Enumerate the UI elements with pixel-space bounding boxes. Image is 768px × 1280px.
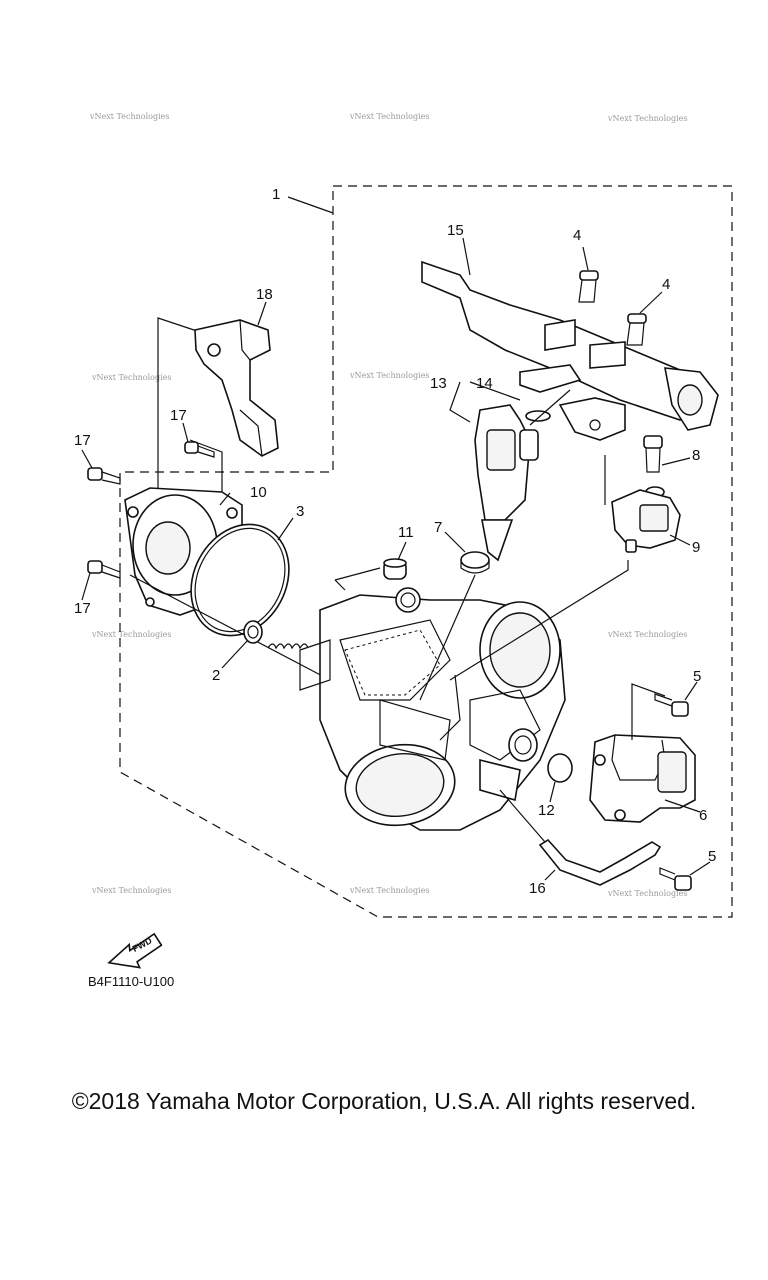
screw-part-17-b xyxy=(184,441,215,458)
leader-11-box xyxy=(334,567,381,591)
watermark: vNext Technologies xyxy=(91,630,171,639)
callout-14: 14 xyxy=(476,375,493,392)
callout-18: 18 xyxy=(256,286,273,303)
callout-17-c: 17 xyxy=(74,600,91,617)
screw-part-4-b xyxy=(626,313,647,346)
callout-16: 16 xyxy=(529,880,546,897)
bolt-part-8 xyxy=(643,435,665,498)
assembly-boundary xyxy=(119,185,733,918)
injector-part-13 xyxy=(474,404,539,562)
hose-part-16 xyxy=(538,838,662,886)
callout-labels: 1 2 3 4 4 5 5 6 7 8 9 10 11 12 13 14 15 … xyxy=(74,186,716,897)
callout-5-b: 5 xyxy=(708,848,716,865)
oring-part-3 xyxy=(190,523,290,637)
leader-lines xyxy=(81,237,711,881)
callout-4-b: 4 xyxy=(662,276,670,293)
axis-line-3 xyxy=(129,574,331,681)
screw-part-17-a xyxy=(87,467,121,485)
sensor-part-6 xyxy=(589,734,696,823)
fuel-rail-part-15 xyxy=(421,260,719,441)
callout-10: 10 xyxy=(250,484,267,501)
watermark: vNext Technologies xyxy=(607,889,687,898)
watermark: vNext Technologies xyxy=(349,371,429,380)
callout-15: 15 xyxy=(447,222,464,239)
screw-part-4-a xyxy=(578,270,599,303)
oring-part-12 xyxy=(547,753,573,783)
ring-part-2 xyxy=(243,620,263,644)
callout-3: 3 xyxy=(296,503,304,520)
leader-1 xyxy=(287,196,334,214)
frame-13-14 xyxy=(449,381,571,426)
watermark: vNext Technologies xyxy=(607,630,687,639)
callout-5-a: 5 xyxy=(693,668,701,685)
frame-18 xyxy=(157,317,201,512)
oring-part-14 xyxy=(525,410,551,422)
callout-8: 8 xyxy=(692,447,700,464)
watermark: vNext Technologies xyxy=(91,373,171,382)
throttle-body xyxy=(299,587,566,831)
callout-13: 13 xyxy=(430,375,447,392)
copyright-notice: ©2018 Yamaha Motor Corporation, U.S.A. A… xyxy=(71,1088,697,1114)
frame-6 xyxy=(631,683,666,740)
spring xyxy=(267,643,309,650)
seal-part-7 xyxy=(460,551,490,569)
screw-part-5-b xyxy=(659,867,692,891)
callout-11: 11 xyxy=(398,524,414,541)
callout-12: 12 xyxy=(538,802,555,819)
callout-9: 9 xyxy=(692,539,700,556)
callout-7: 7 xyxy=(434,519,442,536)
seal-part-7-side xyxy=(460,560,490,574)
fwd-arrow-icon: FWD xyxy=(107,932,163,969)
ring-part-2-inner xyxy=(247,625,259,639)
cap-part-11 xyxy=(383,558,407,580)
frame-10 xyxy=(189,439,223,500)
drawing-code: B4F1110-U100 xyxy=(88,974,174,989)
watermark: vNext Technologies xyxy=(349,112,429,121)
watermark: vNext Technologies xyxy=(349,886,429,895)
callout-1: 1 xyxy=(272,186,280,203)
callout-17-b: 17 xyxy=(170,407,187,424)
sensor-part-9 xyxy=(611,489,681,553)
axis-line-7 xyxy=(419,574,476,701)
callout-2: 2 xyxy=(212,667,220,684)
watermark: vNext Technologies xyxy=(89,112,169,121)
oring-part-3-inner xyxy=(194,527,286,633)
screw-part-5-a xyxy=(654,693,689,717)
callout-17-a: 17 xyxy=(74,432,91,449)
watermark: vNext Technologies xyxy=(91,886,171,895)
screw-part-17-c xyxy=(87,560,121,579)
hose-line-16 xyxy=(499,789,546,843)
callout-4-a: 4 xyxy=(573,227,581,244)
frame-9 xyxy=(449,455,629,681)
clamp-part-18 xyxy=(194,319,279,457)
watermark: vNext Technologies xyxy=(607,114,687,123)
callout-6: 6 xyxy=(699,807,707,824)
